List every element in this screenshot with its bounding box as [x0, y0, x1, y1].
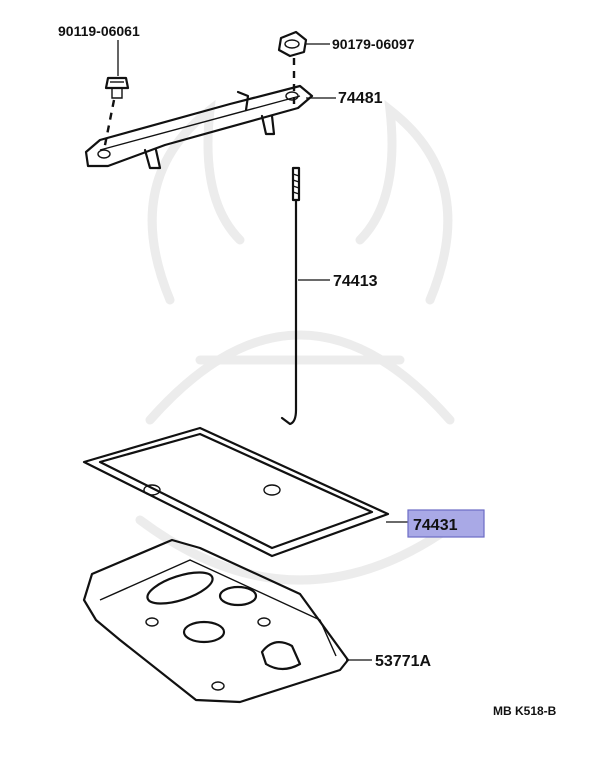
bolt-90119-06061-drawing — [102, 76, 130, 151]
watermark-emblem — [135, 99, 465, 585]
label-90179-06097[interactable]: 90179-06097 — [332, 36, 415, 52]
tray-74431-drawing — [82, 426, 390, 558]
label-74431[interactable]: 74431 — [413, 517, 458, 534]
reference-code: MB K518-B — [493, 704, 557, 718]
clamp-74481-drawing — [84, 84, 314, 170]
label-74481[interactable]: 74481 — [338, 90, 383, 107]
highlight-box — [407, 509, 485, 538]
hold-down-rod-74413-drawing — [280, 166, 301, 426]
nut-90179-06097-drawing — [277, 30, 308, 108]
label-53771A[interactable]: 53771A — [375, 653, 431, 670]
label-74413[interactable]: 74413 — [333, 273, 378, 290]
leader-lines — [117, 40, 408, 661]
base-plate-53771A-drawing — [82, 538, 350, 704]
label-90119-06061[interactable]: 90119-06061 — [58, 23, 140, 39]
